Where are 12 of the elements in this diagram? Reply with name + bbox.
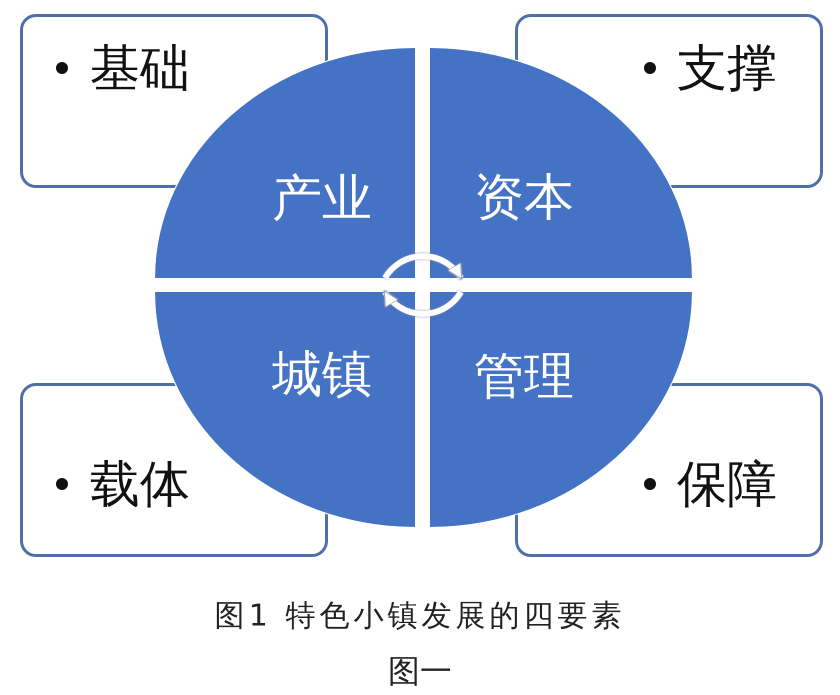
curved-arrow bbox=[382, 253, 464, 280]
bullet-text: 支撑 bbox=[677, 39, 777, 97]
curved-arrow bbox=[382, 290, 464, 317]
figure-label: 图一 bbox=[388, 651, 452, 692]
bullet-text: 载体 bbox=[90, 455, 190, 513]
bullet-text: 基础 bbox=[90, 39, 190, 97]
sector-label: 管理 bbox=[474, 349, 574, 403]
figure-caption: 图1 特色小镇发展的四要素 bbox=[214, 598, 626, 636]
bullet-text: 保障 bbox=[677, 455, 777, 513]
sector-label: 产业 bbox=[272, 171, 372, 225]
sector-label: 资本 bbox=[474, 170, 574, 224]
sector-label: 城镇 bbox=[272, 347, 372, 401]
